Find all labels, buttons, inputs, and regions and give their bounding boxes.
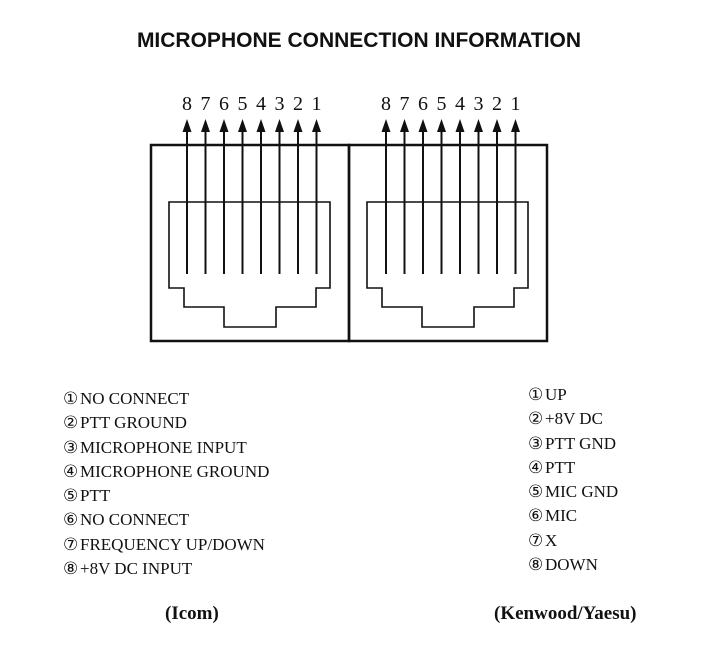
arrow-up-icon [492, 119, 502, 132]
pin-function-label: MIC GND [545, 482, 619, 502]
pin-function-label: +8V DC INPUT [80, 559, 193, 579]
kenwood-yaesu-jack-outline [366, 201, 529, 328]
pin-number-mark: ③ [528, 433, 544, 453]
pin-number-mark: ⑤ [63, 486, 79, 506]
arrow-up-icon [455, 119, 465, 132]
pin-number-mark: ⑧ [63, 559, 79, 579]
arrow-up-icon [182, 119, 192, 132]
pin-number-mark: ⑤ [528, 482, 544, 502]
arrow-up-icon [219, 119, 229, 132]
arrow-up-icon [400, 119, 409, 132]
pin-number-label: 4 [256, 93, 266, 115]
pin-number-label: 5 [437, 93, 447, 115]
pin-legend-item: ⑧+8V DC INPUT [63, 557, 269, 581]
arrow-up-icon [256, 119, 266, 132]
pin-function-label: NO CONNECT [80, 510, 190, 530]
pin-number-label: 6 [219, 93, 229, 115]
arrow-up-icon [293, 119, 303, 132]
pin-function-label: +8V DC [545, 409, 603, 429]
arrow-up-icon [201, 119, 210, 132]
pin-legend-item: ②+8V DC [528, 407, 618, 431]
pin-function-label: MICROPHONE GROUND [80, 461, 270, 481]
pin-function-label: FREQUENCY UP/DOWN [80, 534, 265, 554]
pin-function-label: NO CONNECT [80, 389, 190, 408]
pin-number-label: 7 [400, 93, 410, 115]
pin-function-label: PTT [545, 457, 576, 477]
pin-number-mark: ④ [528, 457, 544, 477]
pin-number-label: 7 [201, 93, 211, 115]
icom-pin-leads [182, 119, 321, 274]
pin-number-label: 2 [492, 93, 502, 115]
pin-function-label: PTT [80, 486, 111, 506]
pin-number-label: 2 [293, 93, 303, 115]
pin-number-mark: ⑧ [528, 555, 544, 575]
pin-number-mark: ② [63, 413, 79, 433]
arrow-up-icon [474, 119, 483, 132]
arrow-up-icon [418, 119, 428, 132]
pin-number-label: 1 [312, 93, 322, 115]
pin-function-label: PTT GND [545, 433, 616, 453]
pin-number-mark: ⑦ [528, 530, 544, 550]
pin-number-label: 3 [474, 93, 484, 115]
pin-function-label: UP [545, 385, 567, 404]
pin-number-mark: ④ [63, 461, 79, 481]
arrow-up-icon [312, 119, 321, 132]
pin-number-label: 8 [182, 93, 192, 115]
pin-number-mark: ⑦ [63, 534, 79, 554]
pin-number-mark: ⑥ [528, 506, 544, 526]
pin-number-label: 8 [381, 93, 391, 115]
icom-jack-outline [168, 201, 331, 328]
kenwood-yaesu-caption: (Kenwood/Yaesu) [494, 603, 637, 624]
pin-number-mark: ③ [63, 437, 79, 457]
arrow-up-icon [381, 119, 391, 132]
arrow-up-icon [238, 119, 247, 132]
pin-number-mark: ① [528, 385, 544, 404]
kenwood-yaesu-pin-leads [381, 119, 520, 274]
page-title: MICROPHONE CONNECTION INFORMATION [136, 29, 582, 52]
pin-number-label: 6 [418, 93, 428, 115]
pin-function-label: DOWN [545, 555, 598, 575]
pin-function-label: X [545, 530, 558, 550]
pin-number-label: 3 [275, 93, 285, 115]
pin-number-mark: ⑥ [63, 510, 79, 530]
pin-function-label: MIC [545, 506, 578, 526]
icom-connector-body [149, 143, 351, 343]
pin-number-label: 5 [238, 93, 248, 115]
pin-function-label: PTT GROUND [80, 413, 187, 433]
pin-number-mark: ② [528, 409, 544, 429]
pin-number-label: 1 [511, 93, 521, 115]
pin-number-mark: ① [63, 389, 79, 408]
arrow-up-icon [275, 119, 284, 132]
pin-number-label: 4 [455, 93, 465, 115]
pin-function-label: MICROPHONE INPUT [80, 437, 247, 457]
arrow-up-icon [437, 119, 446, 132]
icom-caption: (Icom) [165, 603, 219, 624]
kenwood-yaesu-connector-body [347, 143, 549, 343]
arrow-up-icon [511, 119, 520, 132]
